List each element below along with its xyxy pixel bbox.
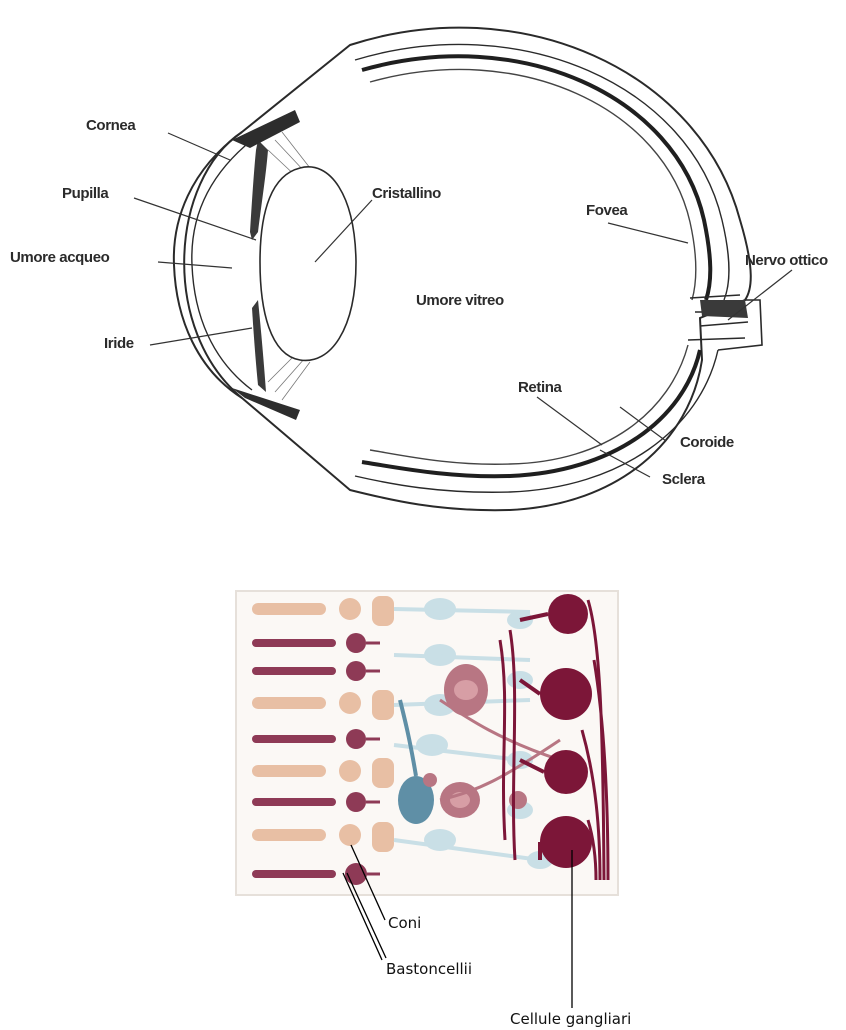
label-coni: Coni — [388, 914, 421, 932]
label-umore-acqueo: Umore acqueo — [10, 249, 110, 266]
label-cornea: Cornea — [86, 117, 136, 134]
label-retina: Retina — [518, 379, 563, 396]
sclera-inner — [355, 44, 729, 492]
retina-line — [370, 69, 696, 464]
label-bastoncelli: Bastoncellii — [386, 960, 472, 978]
optic-nerve-fill — [700, 300, 748, 318]
retina-cells-figure — [236, 591, 618, 895]
label-nervo-ottico: Nervo ottico — [745, 252, 828, 269]
label-cellule-gangliari: Cellule gangliari — [510, 1010, 631, 1028]
label-coroide: Coroide — [680, 434, 734, 451]
label-pupilla: Pupilla — [62, 185, 109, 202]
iris-lower — [252, 300, 266, 392]
ciliary-lower — [232, 388, 300, 420]
label-cristallino: Cristallino — [372, 185, 441, 202]
eye-cross-section — [174, 28, 762, 511]
choroid-band — [362, 56, 710, 476]
label-umore-vitreo: Umore vitreo — [416, 292, 504, 309]
crystalline-lens — [260, 167, 356, 361]
label-sclera: Sclera — [662, 471, 706, 488]
label-fovea: Fovea — [586, 202, 628, 219]
retina-labels: Coni Bastoncellii Cellule gangliari — [386, 914, 631, 1028]
label-iride: Iride — [104, 335, 134, 352]
